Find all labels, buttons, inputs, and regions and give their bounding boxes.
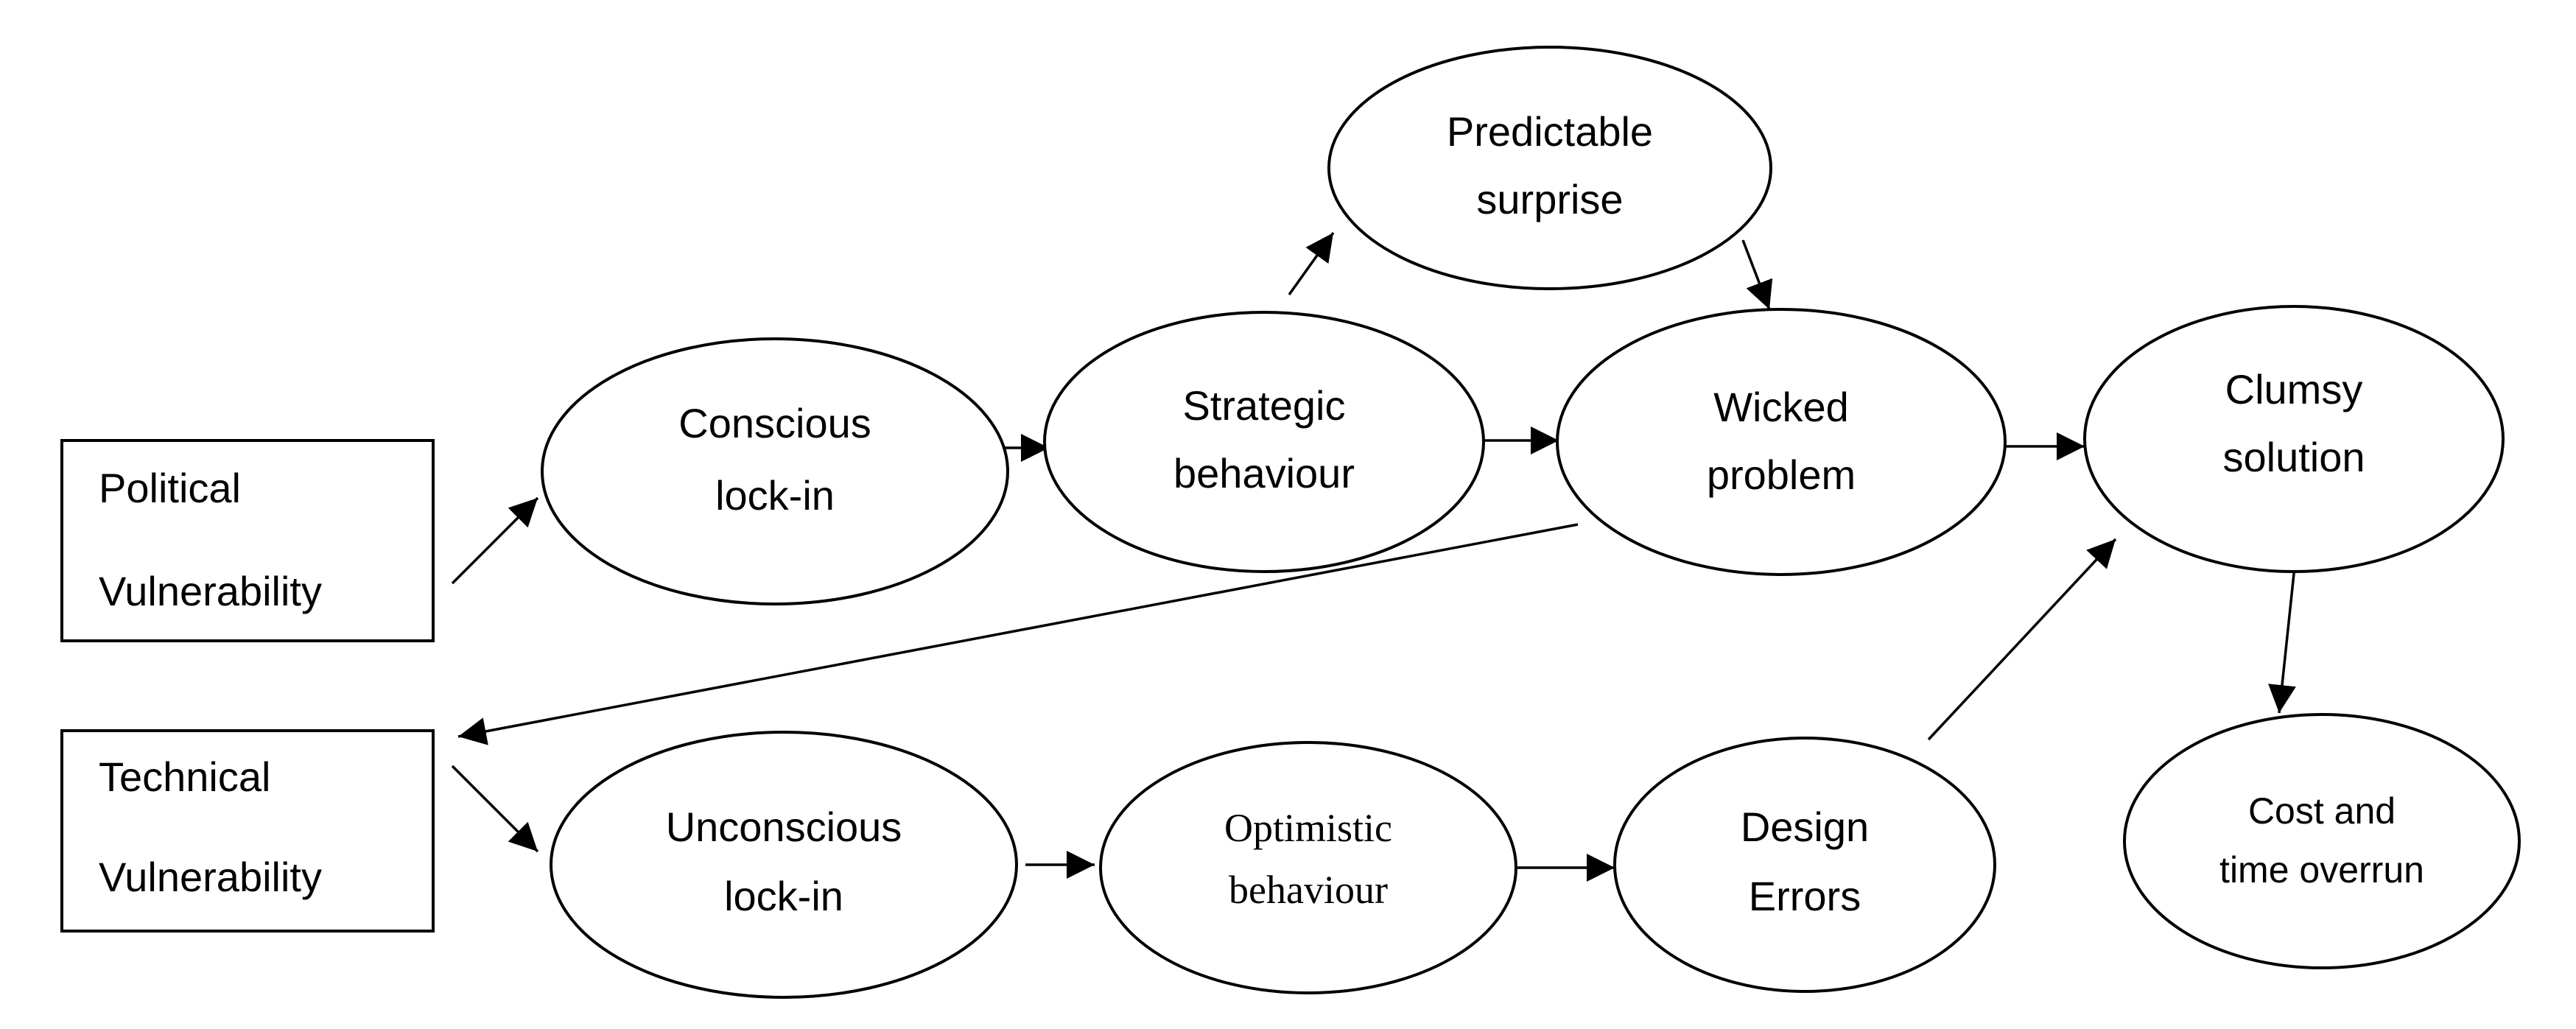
node-strategic-behaviour: Strategic behaviour: [1043, 311, 1485, 573]
node-clumsy-line1: Clumsy: [2225, 366, 2363, 412]
node-wicked-line1: Wicked: [1713, 384, 1849, 430]
node-clumsy-line2: solution: [2222, 434, 2365, 480]
node-optimistic-behaviour: Optimistic behaviour: [1099, 741, 1517, 994]
edge-clumsy-to-cost: [2268, 559, 2297, 714]
node-strategic-line1: Strategic: [1183, 382, 1346, 429]
node-predictable-line2: surprise: [1476, 176, 1623, 222]
box-technical-vulnerability: Technical Vulnerability: [60, 729, 435, 933]
node-conscious-line2: lock-in: [715, 472, 835, 519]
node-unconscious-lock-in: Unconscious lock-in: [550, 731, 1018, 999]
node-cost-line1: Cost and: [2248, 790, 2396, 832]
node-design-line1: Design: [1741, 804, 1869, 850]
edge-predictable-to-wicked: [1741, 239, 1773, 310]
box-political-vulnerability: Political Vulnerability: [60, 439, 435, 642]
node-predictable-surprise: Predictable surprise: [1327, 46, 1772, 290]
box-political-line1: Political: [99, 465, 241, 511]
edges: [451, 231, 2297, 882]
node-conscious-line1: Conscious: [678, 400, 871, 446]
edge-political-to-conscious: [451, 496, 539, 585]
node-predictable-line1: Predictable: [1447, 108, 1653, 155]
edge-technical-to-unconscious: [451, 765, 539, 853]
box-technical-line2: Vulnerability: [99, 854, 322, 900]
node-optimistic-line1: Optimistic: [1224, 806, 1392, 850]
node-design-errors: Design Errors: [1613, 737, 1996, 993]
edge-wicked-to-technical: [457, 523, 1579, 745]
node-wicked-line2: problem: [1707, 452, 1856, 498]
node-strategic-line2: behaviour: [1173, 450, 1355, 496]
node-cost-time-overrun: Cost and time overrun: [2123, 713, 2521, 969]
edge-strategic-to-predictable: [1288, 231, 1335, 296]
box-political-line2: Vulnerability: [99, 568, 322, 614]
node-unconscious-line1: Unconscious: [666, 804, 902, 850]
node-clumsy-solution: Clumsy solution: [2083, 305, 2505, 573]
box-technical-line1: Technical: [99, 754, 270, 800]
node-optimistic-line2: behaviour: [1229, 868, 1388, 912]
node-unconscious-line2: lock-in: [724, 873, 843, 919]
node-design-line2: Errors: [1749, 873, 1861, 919]
node-wicked-problem: Wicked problem: [1556, 308, 2007, 576]
node-conscious-lock-in: Conscious lock-in: [541, 337, 1009, 605]
edge-design-to-clumsy: [1927, 538, 2117, 741]
node-cost-line2: time overrun: [2219, 849, 2424, 891]
